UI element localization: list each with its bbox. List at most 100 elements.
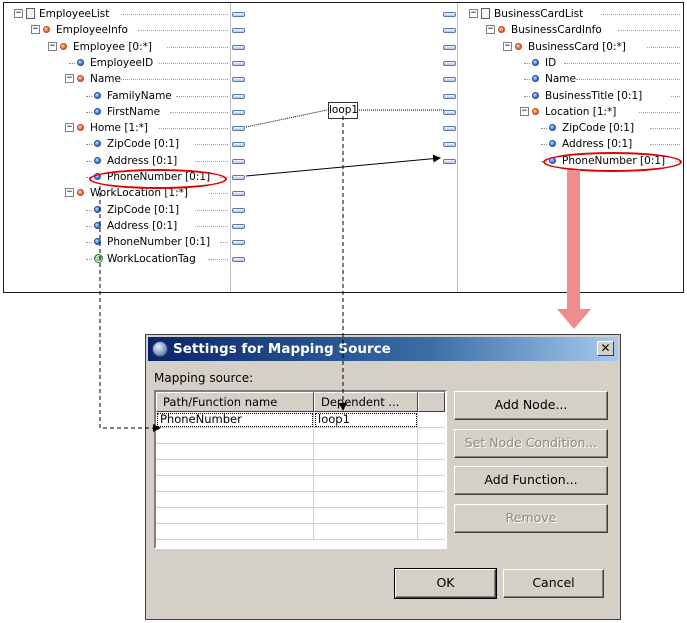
table-row[interactable] — [156, 524, 445, 540]
collapse-toggle-icon[interactable]: − — [65, 122, 74, 133]
connection-port[interactable] — [232, 77, 245, 83]
source-tree-node[interactable]: −Employee [0:*] — [4, 39, 683, 55]
remove-button[interactable]: Remove — [454, 504, 608, 533]
source-tree-node[interactable]: FamilyName — [4, 88, 683, 104]
dependent-cell[interactable] — [314, 428, 418, 444]
connection-port[interactable] — [443, 77, 456, 83]
connection-port[interactable] — [232, 240, 245, 246]
connection-port[interactable] — [232, 256, 245, 262]
target-tree-node[interactable]: Name — [4, 71, 683, 87]
source-tree-node[interactable]: −EmployeeList — [4, 6, 683, 22]
collapse-toggle-icon[interactable]: − — [503, 40, 512, 51]
path-cell[interactable] — [156, 492, 314, 508]
row-guide — [670, 95, 680, 97]
dependent-cell[interactable]: loop1 — [314, 412, 418, 428]
connection-port[interactable] — [232, 142, 245, 148]
target-tree-node[interactable]: BusinessTitle [0:1] — [4, 88, 683, 104]
source-tree-node[interactable]: @WorkLocationTag — [4, 251, 683, 267]
row-guide — [617, 30, 680, 32]
column-header-path[interactable]: Path/Function name — [156, 392, 314, 412]
path-cell[interactable] — [156, 508, 314, 524]
table-row[interactable] — [156, 492, 445, 508]
source-tree-node[interactable]: PhoneNumber [0:1] — [4, 234, 683, 250]
row-guide — [649, 128, 680, 130]
source-tree-node[interactable]: ZipCode [0:1] — [4, 136, 683, 152]
table-row[interactable] — [156, 428, 445, 444]
path-cell[interactable]: PhoneNumber — [156, 412, 314, 428]
dependent-cell[interactable] — [314, 492, 418, 508]
connection-port[interactable] — [443, 60, 456, 66]
connection-port[interactable] — [232, 175, 245, 180]
table-row[interactable] — [156, 476, 445, 492]
source-tree-node[interactable]: −Home [1:*] — [4, 120, 683, 136]
target-tree-node[interactable]: −BusinessCardInfo — [4, 22, 683, 38]
table-row[interactable] — [156, 460, 445, 476]
dependent-cell[interactable] — [314, 444, 418, 460]
connection-port[interactable] — [232, 12, 245, 17]
connection-port[interactable] — [443, 12, 456, 17]
dependent-cell[interactable] — [314, 476, 418, 492]
collapse-toggle-icon[interactable]: − — [31, 24, 40, 35]
connection-port[interactable] — [232, 207, 245, 213]
source-tree-node[interactable]: EmployeeID — [4, 55, 683, 71]
path-cell[interactable] — [156, 476, 314, 492]
table-row[interactable] — [156, 444, 445, 460]
collapse-toggle-icon[interactable]: − — [65, 187, 74, 198]
path-cell[interactable] — [156, 428, 314, 444]
target-tree-node[interactable]: −BusinessCard [0:*] — [4, 39, 683, 55]
collapse-toggle-icon[interactable]: − — [520, 105, 529, 116]
connection-port[interactable] — [443, 158, 456, 164]
connection-port[interactable] — [232, 60, 245, 66]
dependent-cell[interactable] — [314, 524, 418, 540]
cancel-button[interactable]: Cancel — [503, 569, 604, 598]
source-phone-highlight — [89, 169, 227, 189]
connection-port[interactable] — [232, 44, 245, 50]
tree-node-label: Address [0:1] — [107, 219, 178, 232]
connection-port[interactable] — [443, 142, 456, 148]
connection-port[interactable] — [232, 158, 245, 164]
source-tree-node[interactable]: −Name — [4, 71, 683, 87]
path-cell[interactable] — [156, 460, 314, 476]
source-tree-node[interactable]: Address [0:1] — [4, 153, 683, 169]
collapse-toggle-icon[interactable]: − — [48, 40, 57, 51]
target-tree-node[interactable]: ZipCode [0:1] — [4, 120, 683, 136]
target-tree-node[interactable]: ID — [4, 55, 683, 71]
connection-port[interactable] — [443, 93, 456, 99]
settings-dialog: Settings for Mapping Source ✕ Mapping so… — [145, 334, 621, 620]
source-tree-node[interactable]: −WorkLocation [1:*] — [4, 185, 683, 201]
mapping-source-table[interactable]: Path/Function name Dependent ... PhoneNu… — [154, 390, 447, 549]
table-row[interactable] — [156, 508, 445, 524]
dependent-cell[interactable] — [314, 460, 418, 476]
dialog-titlebar[interactable]: Settings for Mapping Source ✕ — [148, 337, 618, 361]
connection-port[interactable] — [232, 109, 245, 115]
path-cell[interactable] — [156, 444, 314, 460]
close-icon[interactable]: ✕ — [597, 341, 614, 356]
connection-port[interactable] — [443, 126, 456, 132]
collapse-toggle-icon[interactable]: − — [486, 24, 495, 35]
dependent-cell[interactable] — [314, 508, 418, 524]
add-node-button[interactable]: Add Node... — [454, 391, 608, 420]
source-tree-node[interactable]: −EmployeeInfo — [4, 22, 683, 38]
target-tree-node[interactable]: Address [0:1] — [4, 136, 683, 152]
ok-button[interactable]: OK — [394, 568, 497, 599]
connection-port[interactable] — [232, 93, 245, 99]
source-tree-node[interactable]: FirstName — [4, 104, 683, 120]
connection-port[interactable] — [443, 109, 456, 115]
collapse-toggle-icon[interactable]: − — [65, 73, 74, 84]
connection-port[interactable] — [232, 126, 245, 132]
connection-port[interactable] — [232, 191, 245, 197]
connection-port[interactable] — [232, 28, 245, 34]
collapse-toggle-icon[interactable]: − — [14, 8, 23, 18]
source-tree-node[interactable]: Address [0:1] — [4, 218, 683, 234]
collapse-toggle-icon[interactable]: − — [469, 8, 478, 18]
connection-port[interactable] — [232, 223, 245, 229]
connection-port[interactable] — [443, 28, 456, 34]
path-cell[interactable] — [156, 524, 314, 540]
add-function-button[interactable]: Add Function... — [454, 466, 608, 495]
set-node-condition-button[interactable]: Set Node Condition... — [454, 429, 608, 458]
target-tree-node[interactable]: −Location [1:*] — [4, 104, 683, 120]
target-tree-node[interactable]: −BusinessCardList — [4, 6, 683, 22]
connection-port[interactable] — [443, 44, 456, 50]
